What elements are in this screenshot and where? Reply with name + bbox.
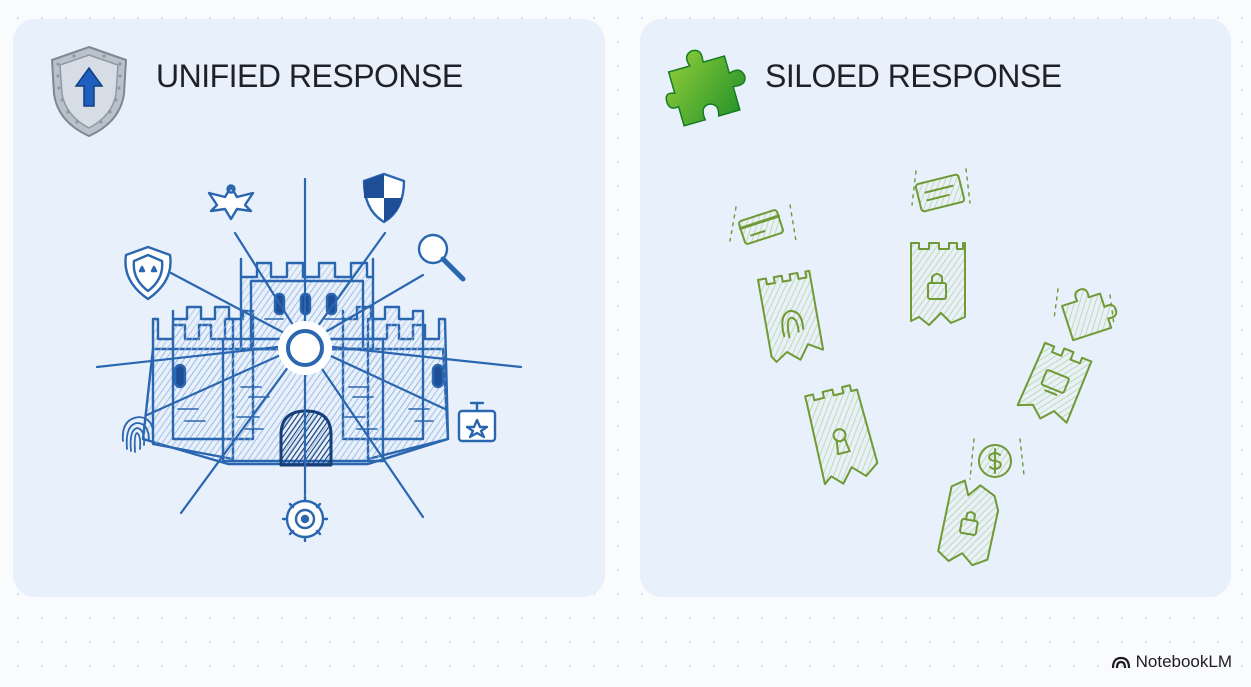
puzzle-piece-icon [665,49,746,127]
notebooklm-logo-icon [1111,656,1130,669]
unified-response-title: UNIFIED RESPONSE [156,58,463,94]
siloed-response-title: SILOED RESPONSE [765,58,1062,94]
shield-arrow-icon [50,45,128,138]
unified-castle-illustration [95,172,523,543]
notebooklm-brand: NotebookLM [1111,652,1232,672]
brand-label: NotebookLM [1135,652,1232,671]
broken-silos-illustration [729,168,1118,567]
